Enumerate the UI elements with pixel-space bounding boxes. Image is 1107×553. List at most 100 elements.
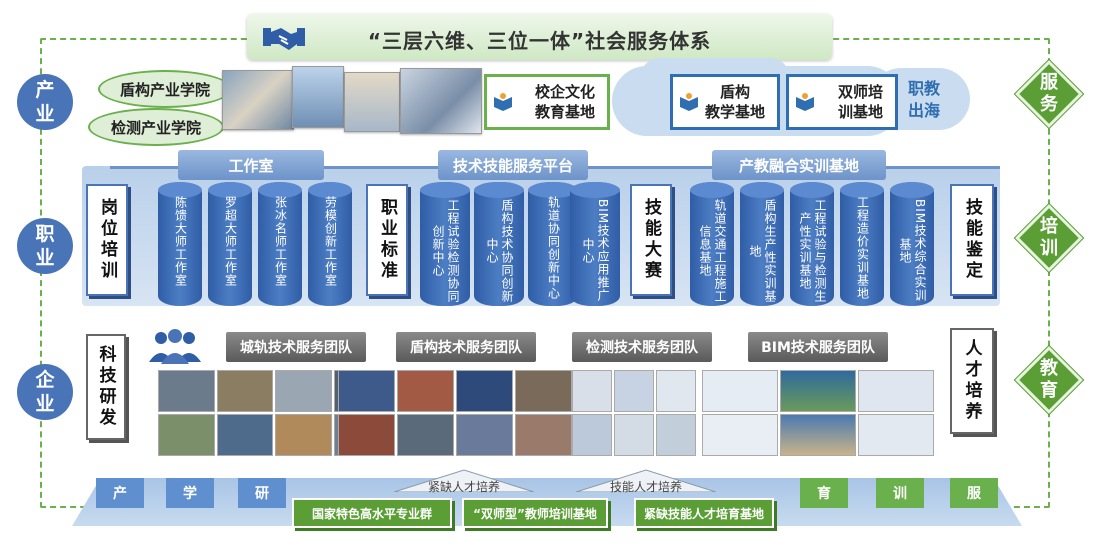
cylinder-text: 张冰名师工作室 [273,196,288,287]
label-profession: 职 业 [17,218,73,274]
box-skills-appraisal: 技能鉴定 [950,184,994,296]
box-line: 双师培 [837,83,883,101]
book-icon [494,93,512,111]
cylinder-text: 工程试验检测协同创新中心 [431,199,460,303]
cylinder-text: 轨道交通工程施工信息基地 [698,199,727,303]
box-line: 校企文化 [534,83,595,101]
label-char: 培 [1040,216,1058,237]
arrow-skilled-talent [575,469,717,492]
cylinder-platform: 轨道协同创新中心 [528,182,578,306]
cylinder-text: 工程试验与检测生产性实训基地 [798,199,827,303]
box-text: 人才培养 [961,339,982,423]
base-block-training: 训 [876,478,924,508]
school-enterprise-culture-base: 校企文化教育基地 [484,74,610,130]
photo [397,414,454,456]
cylinder-studio: 张冰名师工作室 [258,182,302,306]
label-char: 务 [1040,94,1058,115]
cylinder-text: 陈馈大师工作室 [173,196,188,287]
header-service-platform: 技术技能服务平台 [438,150,588,180]
base-block-education: 育 [800,478,848,508]
photo [397,370,454,412]
team-bim: BIM技术服务团队 [748,332,888,362]
photo [702,370,778,412]
label-industry: 产 业 [17,74,73,130]
cylinder-text: 工程造价实训基地 [855,196,870,300]
label-char: 育 [1040,380,1058,401]
base-block-research: 研 [238,478,286,508]
team-testing: 检测技术服务团队 [572,332,712,362]
photo [216,370,273,412]
box-line: 出海 [908,101,941,120]
photo-grid-testing [572,370,696,456]
book-icon [680,93,698,111]
cylinder-platform: BIM技术应用推广中心 [570,182,620,306]
header-studio: 工作室 [178,150,324,180]
base-block-learning: 学 [166,478,214,508]
photo [515,370,572,412]
label-training: 培训 [1013,202,1085,274]
photo [456,414,513,456]
photo [456,370,513,412]
box-skills-competition: 技能大赛 [630,184,672,296]
label-enterprise: 企 业 [17,364,73,420]
cylinder-studio: 劳模创新工作室 [308,182,352,306]
box-line: 职教 [908,79,941,98]
box-text: 岗位培训 [97,198,117,282]
label-char: 企 [35,369,55,391]
team-shield: 盾构技术服务团队 [396,332,536,362]
photo [275,370,332,412]
photo [515,414,572,456]
cylinder-text: 盾构技术协同创新中心 [485,199,514,303]
cylinder-platform: 盾构技术协同创新中心 [474,182,524,306]
box-line: 训基地 [837,103,883,121]
box-tech-rnd: 科技研发 [86,334,126,440]
photo-exhibit [400,68,482,134]
cylinder-text: BIM技术综合实训基地 [898,199,927,303]
box-vocational-standard: 职业标准 [366,184,408,296]
board-national-major-group: 国家特色高水平专业群 [292,498,452,528]
photo [572,414,612,456]
cylinder-studio: 陈馈大师工作室 [158,182,202,306]
cylinder-text: BIM技术应用推广中心 [581,199,610,303]
photo [858,370,934,412]
photo [780,414,856,456]
box-line: 教学基地 [704,103,765,121]
photo [656,370,696,412]
cylinder-text: 轨道协同创新中心 [546,196,561,300]
box-talent-cultivation: 人才培养 [950,328,994,434]
testing-industry-college: 检测产业学院 [88,108,224,146]
label-education: 教育 [1013,344,1085,416]
photo [158,370,215,412]
board-skilled-talent-base: 紧缺技能人才培育基地 [634,498,774,528]
photo-exhibit [344,72,400,132]
photo [158,414,215,456]
shield-industry-college: 盾构产业学院 [98,70,232,108]
box-text: 技能大赛 [641,198,661,282]
cylinder-text: 罗超大师工作室 [223,196,238,287]
handshake-icon [263,28,305,50]
photo [858,414,934,456]
base-block-service: 服 [950,478,998,508]
dual-teacher-training-base: 双师培训基地 [786,74,898,130]
photo [338,414,395,456]
photo [780,370,856,412]
box-line: 教育基地 [534,103,595,121]
arrow-shortage-talent [393,469,535,492]
photo-grid-bim [702,370,934,456]
label-char: 教 [1040,358,1058,379]
shield-teaching-base: 盾构教学基地 [670,74,780,130]
label-char: 业 [35,247,55,269]
photo [338,370,395,412]
cylinder-base: 工程造价实训基地 [840,182,884,306]
title-banner: “三层六维、三位一体”社会服务体系 [247,14,832,60]
photo [656,414,696,456]
team-icon [149,329,201,364]
box-text: 职业标准 [377,198,397,282]
label-service: 服务 [1013,58,1085,130]
label-char: 服 [1040,72,1058,93]
team-urban-rail: 城轨技术服务团队 [226,332,366,362]
photo [275,414,332,456]
board-dual-teacher-base: “双师型”教师培训基地 [462,498,608,528]
cylinder-text: 盾构生产性实训基地 [748,199,777,303]
photo-college [222,70,294,130]
